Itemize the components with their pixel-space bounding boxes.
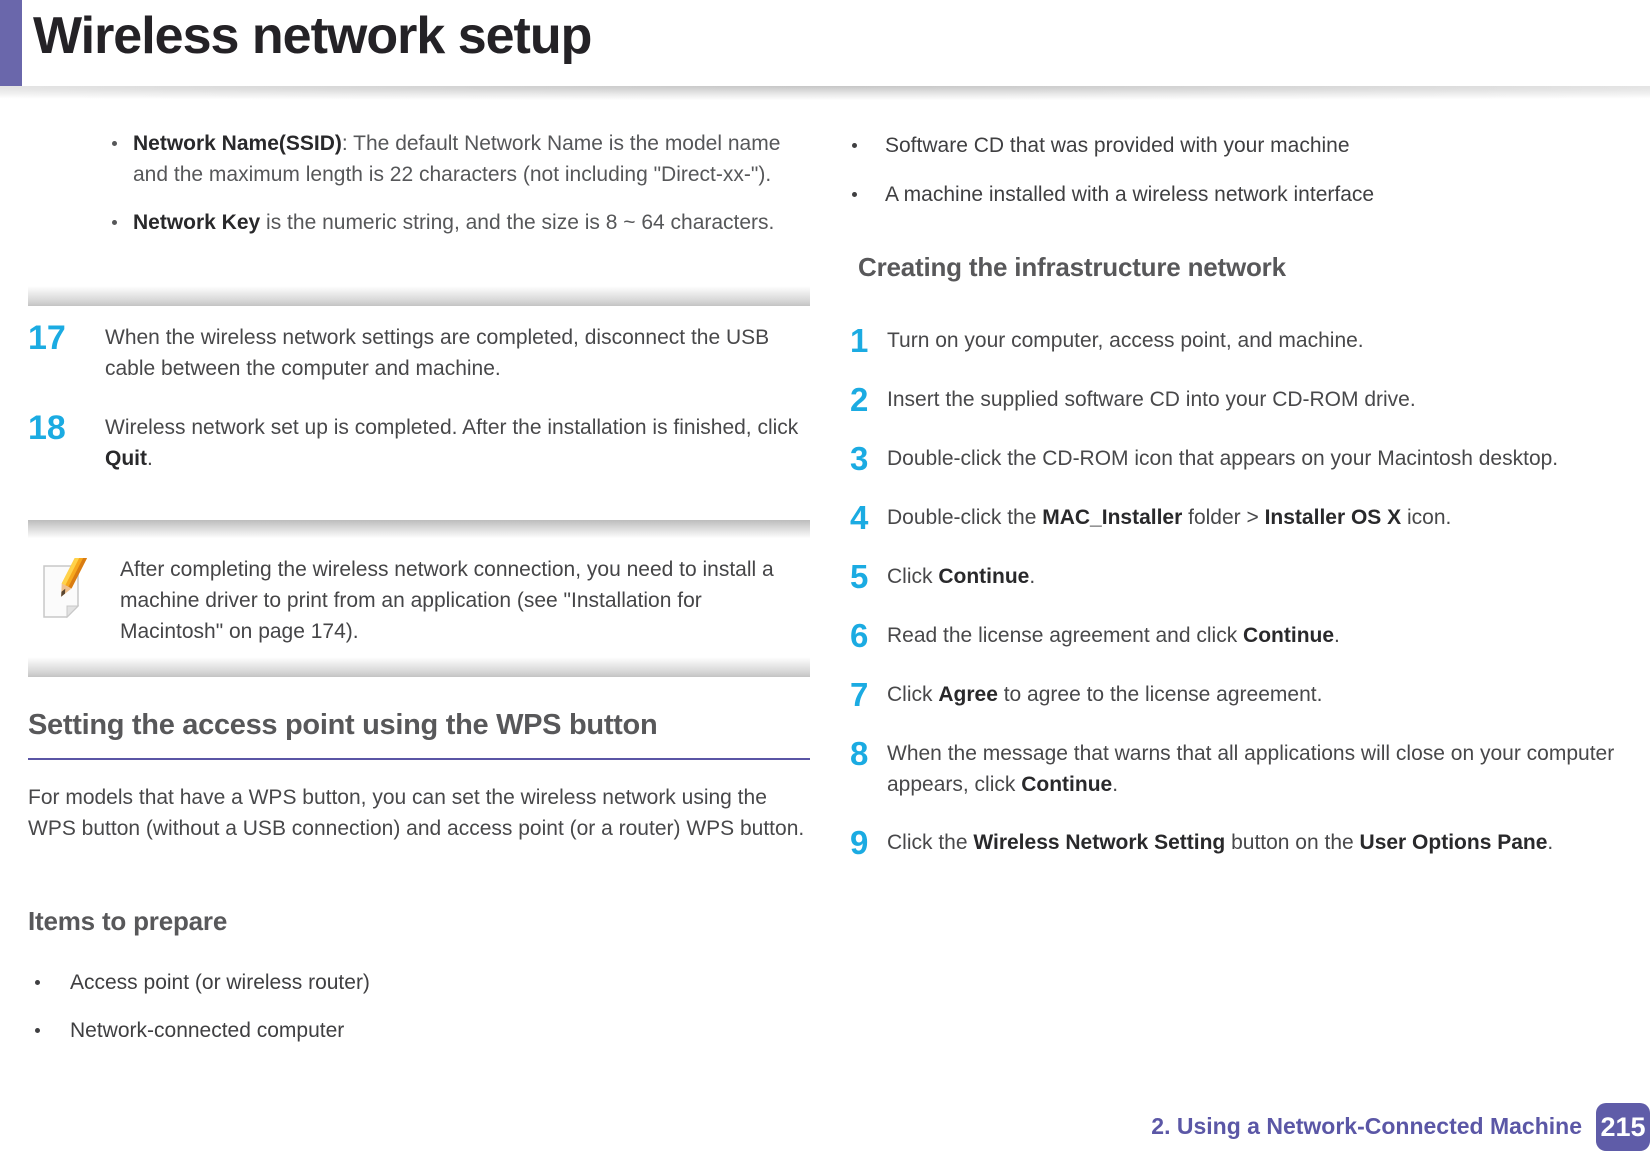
right-column: Software CD that was provided with your … <box>845 118 1640 886</box>
step-text: Insert the supplied software CD into you… <box>887 388 1416 411</box>
left-column: Network Name(SSID): The default Network … <box>28 118 810 1063</box>
step-number: 5 <box>850 558 869 595</box>
header-rule <box>0 86 1650 106</box>
network-info-bullet-list: Network Name(SSID): The default Network … <box>28 128 810 238</box>
step-2: 2 Insert the supplied software CD into y… <box>845 381 1640 418</box>
step-text: Wireless network set up is completed. Af… <box>105 416 799 470</box>
left-step-list: 17 When the wireless network settings ar… <box>28 319 810 474</box>
step-number: 3 <box>850 440 869 477</box>
note-pencil-icon <box>38 552 94 647</box>
box-bottom-edge <box>28 286 810 306</box>
step-number: 9 <box>850 824 869 861</box>
list-item: A machine installed with a wireless netw… <box>845 179 1640 210</box>
step-5: 5 Click Continue. <box>845 558 1640 595</box>
requirements-bullet-list: Software CD that was provided with your … <box>845 130 1640 210</box>
note-box: After completing the wireless network co… <box>28 520 810 677</box>
subsection-heading-infrastructure: Creating the infrastructure network <box>858 252 1286 282</box>
step-text: Double-click the MAC_Installer folder > … <box>887 506 1452 529</box>
note-body: After completing the wireless network co… <box>28 540 810 657</box>
right-step-list: 1 Turn on your computer, access point, a… <box>845 322 1640 861</box>
footer-chapter-label: 2. Using a Network-Connected Machine <box>1151 1113 1582 1139</box>
step-8: 8 When the message that warns that all a… <box>845 735 1640 800</box>
step-number: 18 <box>28 409 66 447</box>
note-text: After completing the wireless network co… <box>120 558 774 643</box>
step-text: Turn on your computer, access point, and… <box>887 329 1364 352</box>
list-item: Network Name(SSID): The default Network … <box>28 128 810 190</box>
step-number: 7 <box>850 676 869 713</box>
list-item: Software CD that was provided with your … <box>845 130 1640 161</box>
step-text: Read the license agreement and click Con… <box>887 624 1340 647</box>
step-number: 2 <box>850 381 869 418</box>
list-item: Network-connected computer <box>28 1015 810 1046</box>
list-item: Network Key is the numeric string, and t… <box>28 207 810 238</box>
section-heading-wps: Setting the access point using the WPS b… <box>28 709 810 760</box>
step-number: 8 <box>850 735 869 772</box>
chapter-accent-bar <box>0 0 22 90</box>
items-bullet-list: Access point (or wireless router) Networ… <box>28 967 810 1046</box>
step-9: 9 Click the Wireless Network Setting but… <box>845 824 1640 861</box>
page-title: Wireless network setup <box>33 7 592 65</box>
step-text: Click Continue. <box>887 565 1036 588</box>
step-7: 7 Click Agree to agree to the license ag… <box>845 676 1640 713</box>
step-18: 18 Wireless network set up is completed.… <box>28 409 810 474</box>
step-text: Double-click the CD-ROM icon that appear… <box>887 447 1559 470</box>
step-number: 1 <box>850 322 869 359</box>
step-number: 17 <box>28 319 66 357</box>
step-17: 17 When the wireless network settings ar… <box>28 319 810 384</box>
step-6: 6 Read the license agreement and click C… <box>845 617 1640 654</box>
step-text: When the message that warns that all app… <box>887 742 1615 796</box>
step-3: 3 Double-click the CD-ROM icon that appe… <box>845 440 1640 477</box>
step-text: Click Agree to agree to the license agre… <box>887 683 1323 706</box>
note-top-edge <box>28 520 810 540</box>
step-1: 1 Turn on your computer, access point, a… <box>845 322 1640 359</box>
step-text: When the wireless network settings are c… <box>105 326 770 380</box>
page-number-badge: 215 <box>1596 1103 1650 1151</box>
subsection-heading-items: Items to prepare <box>28 906 228 936</box>
step-number: 6 <box>850 617 869 654</box>
list-item: Access point (or wireless router) <box>28 967 810 998</box>
step-text: Click the Wireless Network Setting butto… <box>887 831 1554 854</box>
section-body-text: For models that have a WPS button, you c… <box>28 786 805 840</box>
step-4: 4 Double-click the MAC_Installer folder … <box>845 499 1640 536</box>
note-bottom-edge <box>28 657 810 677</box>
step-number: 4 <box>850 499 869 536</box>
